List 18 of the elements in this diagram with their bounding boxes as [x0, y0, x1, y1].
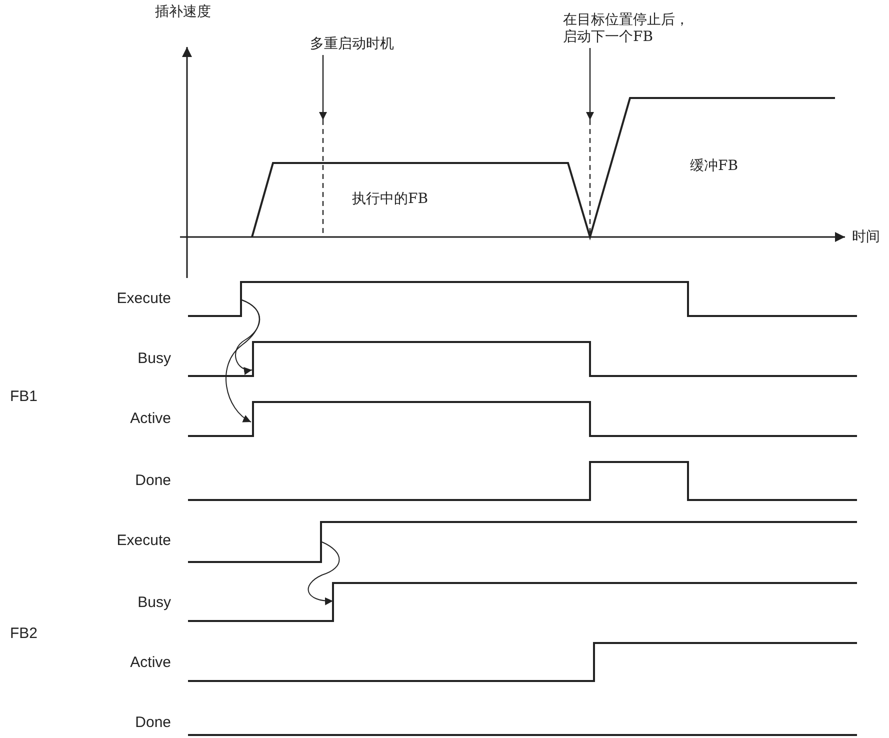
arrow [319, 55, 327, 120]
signal-label: Active [130, 654, 171, 671]
signal-label: Execute [116, 532, 171, 549]
signal-label: Busy [138, 350, 171, 367]
region-label: 缓冲FB [690, 158, 738, 175]
signal-label: Active [130, 410, 171, 427]
axis-label: 时间 [852, 229, 880, 246]
annotation-text: 多重启动时机 [310, 36, 394, 53]
group-label: FB2 [10, 625, 38, 642]
group-label: FB1 [10, 388, 38, 405]
region-label: 执行中的FB [352, 191, 428, 208]
signal-label: Done [135, 472, 171, 489]
arrow [586, 48, 594, 120]
axis-label: 插补速度 [155, 4, 211, 21]
signal-label: Busy [138, 594, 171, 611]
signal-label: Done [135, 714, 171, 731]
annotation-text: 在目标位置停止后，启动下一个FB [563, 12, 691, 46]
signal-label: Execute [116, 290, 171, 307]
